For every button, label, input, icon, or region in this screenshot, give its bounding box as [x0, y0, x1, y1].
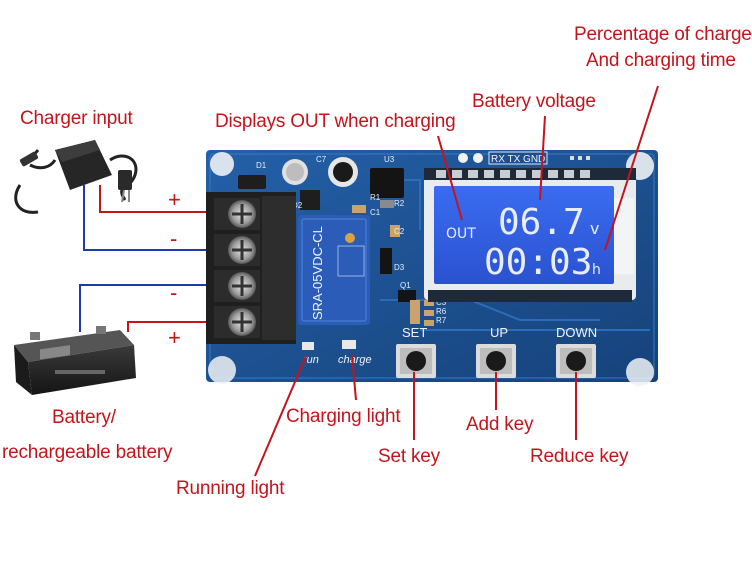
callout-battery-voltage: Battery voltage [472, 91, 596, 112]
battery-icon [14, 326, 136, 395]
lcd-display [424, 168, 636, 302]
callout-percentage-charge: Percentage of charge [574, 24, 752, 45]
callout-displays-out: Displays OUT when charging [215, 111, 456, 132]
charge-led-icon [342, 340, 356, 349]
relay-model-text: SRA-05VDC-CL [310, 226, 325, 320]
silk-d2: D2 [292, 201, 303, 210]
lcd-time-value: 00:03 [484, 242, 592, 283]
callout-reduce-key: Reduce key [530, 446, 629, 467]
callout-battery-line2: rechargeable battery [2, 442, 173, 463]
silk-u3: U3 [384, 155, 395, 164]
callout-battery-line1: Battery/ [52, 407, 116, 428]
silk-r2: R2 [394, 199, 405, 208]
silk-r7: R7 [436, 316, 447, 325]
plus-bottom-label: + [168, 325, 181, 350]
up-button[interactable] [476, 344, 516, 378]
callout-charging-light: Charging light [286, 406, 401, 427]
down-button-label: DOWN [556, 325, 597, 340]
callout-add-key: Add key [466, 414, 534, 435]
led-run-label: run [303, 354, 319, 366]
minus-top-label: - [170, 226, 177, 251]
down-button[interactable] [556, 344, 596, 378]
screw-terminal-2 [214, 234, 260, 266]
led-charge-label: charge [338, 354, 372, 366]
silk-q1: Q1 [400, 281, 411, 290]
plus-top-label: + [168, 187, 181, 212]
run-led-icon [302, 342, 314, 350]
callout-running-light: Running light [176, 478, 285, 499]
silk-c1: C1 [370, 208, 381, 217]
screw-terminal-1 [214, 198, 260, 230]
silk-c2: C2 [394, 227, 405, 236]
silk-d1: D1 [256, 161, 267, 170]
relay: SRA-05VDC-CL [298, 215, 370, 325]
leader-displays-out [437, 135, 463, 221]
callout-charging-time: And charging time [586, 50, 736, 71]
minus-bottom-label: - [170, 280, 177, 305]
charger-adapter-icon [14, 140, 138, 214]
set-button-label: SET [402, 325, 427, 340]
header-pin-labels: RX TX GND [491, 154, 545, 165]
callout-charger-input: Charger input [20, 108, 133, 129]
lcd-status-text: OUT [446, 226, 476, 242]
leader-battery-voltage [539, 115, 546, 201]
screw-terminal-4 [214, 306, 260, 338]
lcd-voltage-value: 06.7 [498, 202, 585, 243]
components [238, 151, 590, 326]
callout-set-key: Set key [378, 446, 440, 467]
silk-c3: C3 [436, 298, 447, 307]
leader-percentage [604, 85, 659, 251]
screw-terminal-block [206, 192, 296, 344]
callout-lines [254, 85, 659, 477]
leader-charging-light [351, 354, 357, 401]
set-button[interactable] [396, 344, 436, 378]
screw-terminal-3 [214, 270, 260, 302]
silk-d3: D3 [394, 263, 405, 272]
lcd-time-unit: h [592, 262, 601, 278]
leader-running-light [254, 355, 307, 477]
up-button-label: UP [490, 325, 508, 340]
silk-r1: R1 [370, 193, 381, 202]
silk-c7: C7 [316, 155, 327, 164]
silk-r6: R6 [436, 307, 447, 316]
lcd-voltage-unit: v [590, 219, 599, 238]
